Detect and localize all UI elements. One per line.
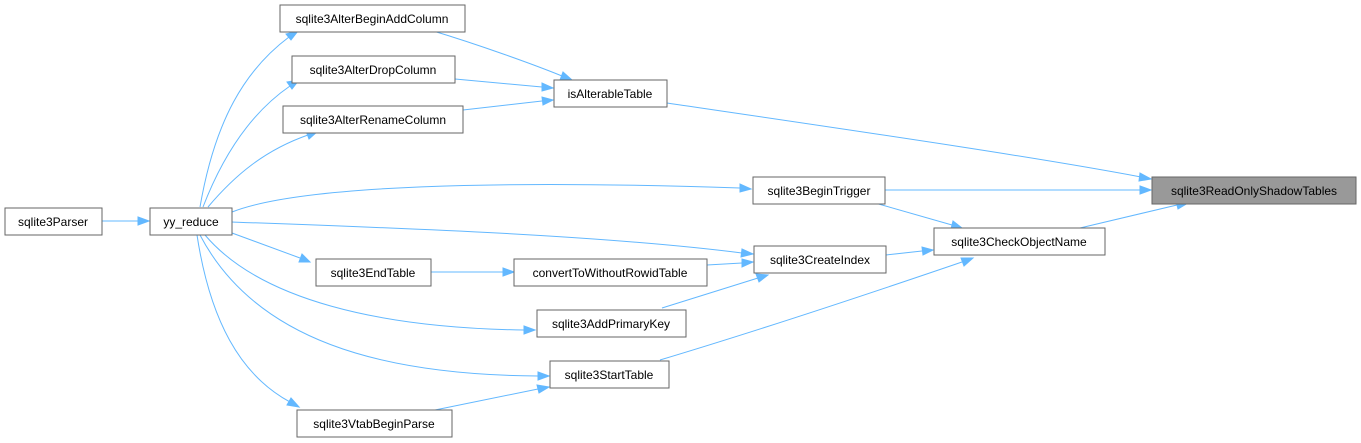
node-label: sqlite3EndTable [331,266,416,280]
edge-vtab-to-startTable [434,388,539,411]
node-sqlite3Parser[interactable]: sqlite3Parser [4,207,103,236]
edge-isAlterable-to-root [666,102,1142,178]
edge-yy-to-alterAdd [199,36,290,208]
nodes-layer: sqlite3ReadOnlyShadowTables isAlterableT… [4,4,1357,438]
arrow-endTable-to-convert [502,267,516,277]
edge-yy-to-alterDrop [202,85,291,208]
node-label: sqlite3VtabBeginParse [313,417,435,431]
edge-addPK-to-createIndex [661,277,759,309]
edge-convert-to-createIndex [706,262,743,266]
arrow-yy-to-endTable [298,253,312,263]
node-sqlite3VtabBeginParse[interactable]: sqlite3VtabBeginParse [296,409,453,438]
node-sqlite3StartTable[interactable]: sqlite3StartTable [549,360,670,389]
node-sqlite3AlterRenameColumn[interactable]: sqlite3AlterRenameColumn [282,105,464,134]
node-sqlite3CheckObjectName[interactable]: sqlite3CheckObjectName [933,227,1106,256]
edge-yy-to-addPK [204,234,525,331]
arrow-parser-to-yy [137,216,151,226]
edge-startTable-to-checkObj [659,261,963,361]
arrow-yy-to-startTable [537,371,551,381]
node-sqlite3AlterBeginAddColumn[interactable]: sqlite3AlterBeginAddColumn [279,4,466,33]
node-label: yy_reduce [163,215,219,229]
node-label: sqlite3ReadOnlyShadowTables [1171,184,1337,198]
node-label: sqlite3CheckObjectName [951,235,1087,249]
arrow-alterAdd-to-isAlterable [559,71,574,81]
node-sqlite3EndTable[interactable]: sqlite3EndTable [315,258,432,287]
edge-yy-to-alterRename [207,134,309,208]
edge-beginTrigger-to-checkObj [874,202,953,226]
arrow-yy-to-vtab [286,397,301,408]
edge-alterDrop-to-isAlterable [454,78,543,88]
arrow-isAlterable-to-root [1138,172,1153,182]
arrow-createIndex-to-checkObj [921,246,935,256]
edge-yy-to-createIndex [231,221,743,254]
edge-alterRename-to-isAlterable [462,100,543,111]
edge-alterAdd-to-isAlterable [429,29,563,77]
edge-createIndex-to-checkObj [885,250,923,256]
node-sqlite3AlterDropColumn[interactable]: sqlite3AlterDropColumn [291,55,456,84]
node-label: sqlite3AlterDropColumn [310,63,437,77]
edge-checkObj-to-root [1079,204,1178,229]
arrow-yy-to-beginTrigger [739,183,753,193]
node-label: sqlite3CreateIndex [770,253,870,267]
arrow-yy-to-createIndex [740,248,755,258]
node-label: sqlite3Parser [18,215,88,229]
arrow-vtab-to-startTable [536,384,551,394]
arrow-yy-to-addPK [523,325,537,335]
node-yy_reduce[interactable]: yy_reduce [149,207,233,236]
arrow-addPK-to-createIndex [755,273,770,283]
node-sqlite3BeginTrigger[interactable]: sqlite3BeginTrigger [752,176,886,205]
node-label: sqlite3StartTable [565,368,654,382]
edge-yy-to-vtab [196,234,291,403]
node-label: isAlterableTable [568,87,653,101]
node-sqlite3CreateIndex[interactable]: sqlite3CreateIndex [753,245,887,274]
edge-yy-to-beginTrigger [231,184,741,213]
node-sqlite3AddPrimaryKey[interactable]: sqlite3AddPrimaryKey [536,309,687,338]
arrow-beginTrigger-to-root [1139,185,1153,195]
node-label: sqlite3BeginTrigger [768,184,871,198]
arrow-startTable-to-checkObj [960,257,975,267]
node-isAlterableTable[interactable]: isAlterableTable [553,79,668,108]
node-label: sqlite3AlterRenameColumn [300,113,446,127]
arrow-alterDrop-to-isAlterable [541,82,555,92]
node-sqlite3ReadOnlyShadowTables[interactable]: sqlite3ReadOnlyShadowTables [1151,176,1357,205]
node-label: sqlite3AlterBeginAddColumn [296,12,449,26]
edges-layer [102,29,1190,411]
arrow-alterRename-to-isAlterable [541,96,555,106]
node-convertToWithoutRowidTable[interactable]: convertToWithoutRowidTable [513,258,708,287]
edge-yy-to-endTable [231,232,301,259]
node-label: sqlite3AddPrimaryKey [552,317,670,331]
node-label: convertToWithoutRowidTable [533,266,688,280]
arrow-convert-to-createIndex [741,258,755,268]
edge-yy-to-startTable [199,234,539,377]
